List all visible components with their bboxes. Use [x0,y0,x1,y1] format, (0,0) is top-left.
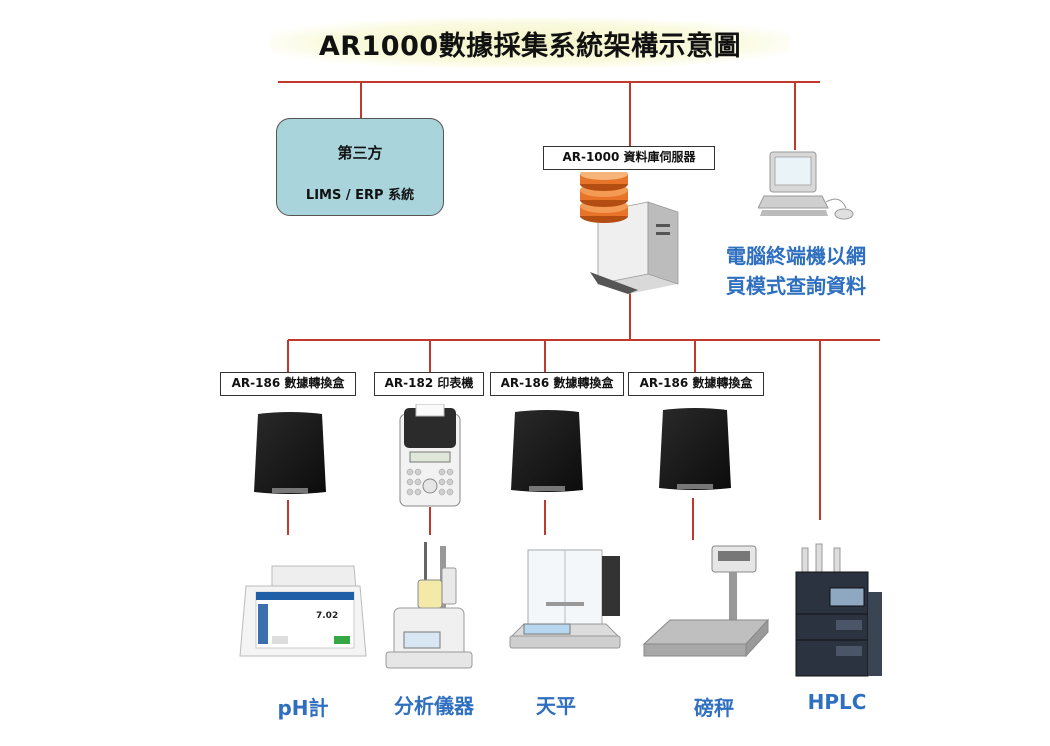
computer-terminal-icon [758,151,854,220]
ph-meter-icon: 7.02 [239,565,367,657]
converter-box-icon [659,408,731,490]
module-label-4: AR-186 數據轉換盒 [628,372,764,396]
converter-box-icon [254,412,326,494]
device-label-analyzer: 分析儀器 [394,694,474,718]
third-party-system-box [276,118,444,216]
device-label-balance: 天平 [536,694,576,718]
database-server-icon [580,172,679,294]
module-label-2: AR-182 印表機 [374,372,484,396]
platform-scale-icon [642,545,770,658]
device-label-scale: 磅秤 [694,696,734,720]
lims-erp-label: LIMS / ERP 系統 [305,188,415,203]
terminal-caption-line2: 頁模式查詢資料 [726,274,866,298]
server-label-box: AR-1000 資料庫伺服器 [543,146,715,170]
module-label-1: AR-186 數據轉換盒 [220,372,356,396]
balance-icon [509,549,621,649]
hplc-icon [795,543,882,677]
terminal-caption-line1: 電腦終端機以網 [726,244,866,268]
printer-icon [399,404,461,507]
device-label-hplc: HPLC [807,690,867,714]
analyzer-icon [385,542,473,669]
third-party-label: 第三方 [337,144,383,162]
converter-box-icon [511,410,583,492]
page-title: AR1000數據採集系統架構示意圖 [318,31,742,62]
title-highlight [270,18,790,68]
ph-reading: 7.02 [316,611,338,621]
module-label-3: AR-186 數據轉換盒 [490,372,624,396]
device-label-ph: pH計 [277,696,329,720]
